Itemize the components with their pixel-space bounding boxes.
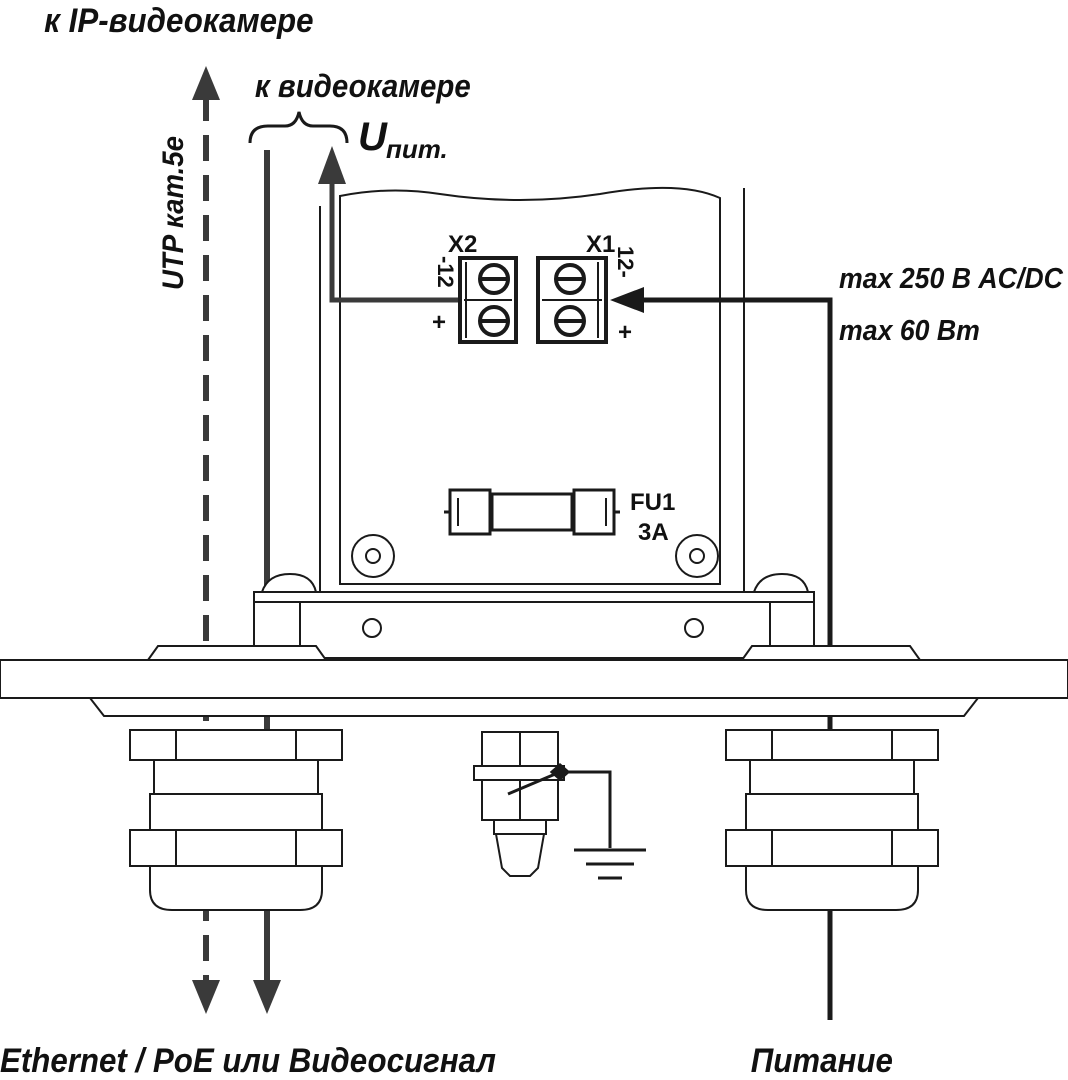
mounting-bracket xyxy=(253,572,815,659)
cable-gland-left xyxy=(129,729,343,911)
utp-arrow-up xyxy=(192,66,220,100)
ip-camera-label: к IP-видеокамере xyxy=(44,1,313,40)
utp-arrow-down xyxy=(192,980,220,1014)
x2-label: X2 xyxy=(448,231,477,258)
fuse-fu1 xyxy=(444,488,620,536)
power-arrow-left xyxy=(610,287,644,313)
x1-minus-label: 12- xyxy=(613,246,638,278)
video-arrow-down xyxy=(253,980,281,1014)
u-supply-subscript: пит. xyxy=(386,134,448,164)
terminal-x2 xyxy=(458,256,518,344)
x2-plus-label: + xyxy=(432,309,446,336)
ground-icon xyxy=(574,848,646,880)
x1-label: X1 xyxy=(586,231,615,258)
cable-brace xyxy=(248,111,349,144)
fuse-rating-label: 3A xyxy=(638,519,669,546)
fuse-name-label: FU1 xyxy=(630,489,675,516)
pcb-board xyxy=(319,186,745,592)
max-voltage-label: max 250 В AC/DC xyxy=(839,262,1064,294)
x1-plus-label: + xyxy=(618,319,632,346)
ethernet-poe-label: Ethernet / PoE или Видеосигнал xyxy=(0,1041,496,1080)
terminal-x1 xyxy=(536,256,608,344)
supply-output-wire xyxy=(318,146,460,303)
supply-arrow-up xyxy=(318,146,346,184)
enclosure-wall xyxy=(0,645,1068,717)
utp-cable-label: UTP кат.5е xyxy=(157,136,190,290)
camera-label: к видеокамере xyxy=(255,68,471,104)
u-supply-label: U xyxy=(358,115,388,159)
ground-stud xyxy=(473,731,565,877)
ground-wire xyxy=(507,763,612,848)
max-power-label: max 60 Вт xyxy=(839,314,980,346)
x2-minus-label: -12 xyxy=(433,256,458,288)
cable-gland-right xyxy=(725,729,939,911)
power-label: Питание xyxy=(751,1041,893,1080)
